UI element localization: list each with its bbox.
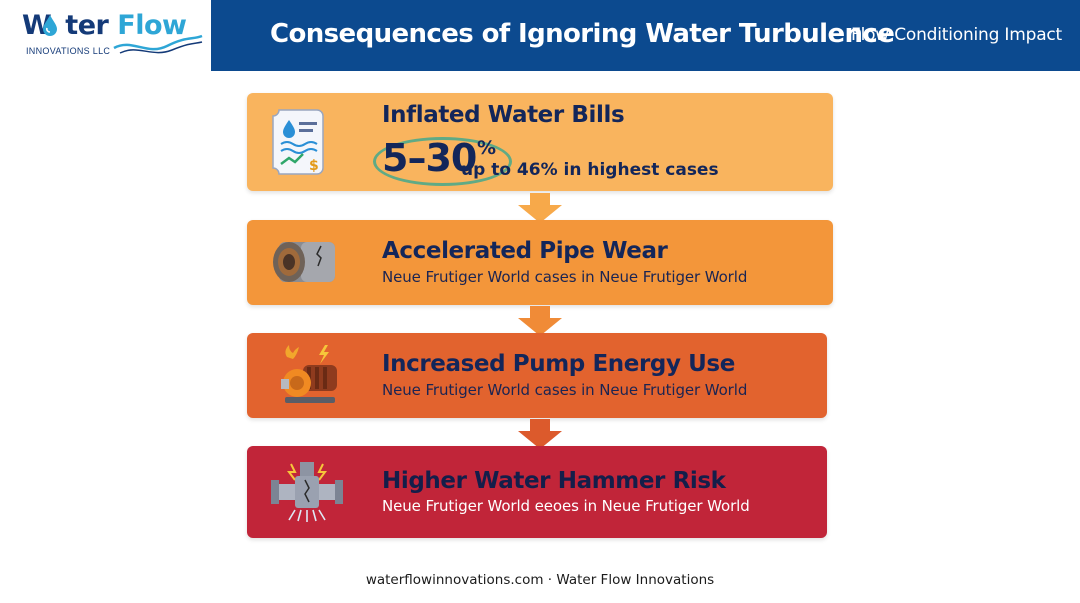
footer-text: waterflowinnovations.com · Water Flow In… [365, 572, 715, 588]
pump-energy-icon [281, 345, 337, 403]
page-subtitle: Flow Conditioning Impact [851, 25, 1063, 45]
card-higher-water-hammer-risk: Higher Water Hammer Risk Neue Frutiger W… [247, 446, 827, 538]
down-arrow-icon [518, 193, 562, 223]
water-drop-icon [43, 15, 57, 36]
card-title: Higher Water Hammer Risk [382, 468, 726, 494]
card-title: Accelerated Pipe Wear [382, 238, 668, 264]
card-title: Increased Pump Energy Use [382, 351, 735, 377]
stat-unit: % [477, 137, 497, 159]
card-accelerated-pipe-wear: Accelerated Pipe Wear Neue Frutiger Worl… [247, 220, 833, 305]
page-title: Consequences of Ignoring Water Turbulenc… [270, 19, 895, 49]
card-description: Neue Frutiger World cases in Neue Frutig… [382, 381, 748, 399]
logo-subtext: INNOVATIONS LLC [26, 46, 111, 56]
card-description: Neue Frutiger World eeoes in Neue Frutig… [382, 497, 750, 515]
card-description: Neue Frutiger World cases in Neue Frutig… [382, 268, 748, 286]
down-arrow-icon [518, 419, 562, 449]
card-title: Inflated Water Bills [382, 102, 625, 128]
stat-highlight-ring [373, 137, 512, 186]
card-increased-pump-energy: Increased Pump Energy Use Neue Frutiger … [247, 333, 827, 418]
svg-text:$: $ [309, 158, 319, 174]
card-inflated-water-bills: $ Inflated Water Bills 5–30 % up to 46% … [247, 93, 833, 191]
wave-icon [113, 34, 203, 54]
corroded-pipe-icon [273, 242, 335, 282]
stat-note: up to 46% in highest cases [461, 160, 719, 180]
stat-value: 5–30 [382, 136, 477, 180]
water-bill-icon: $ [272, 109, 324, 175]
cracked-valve-icon [271, 462, 343, 522]
down-arrow-icon [518, 306, 562, 336]
